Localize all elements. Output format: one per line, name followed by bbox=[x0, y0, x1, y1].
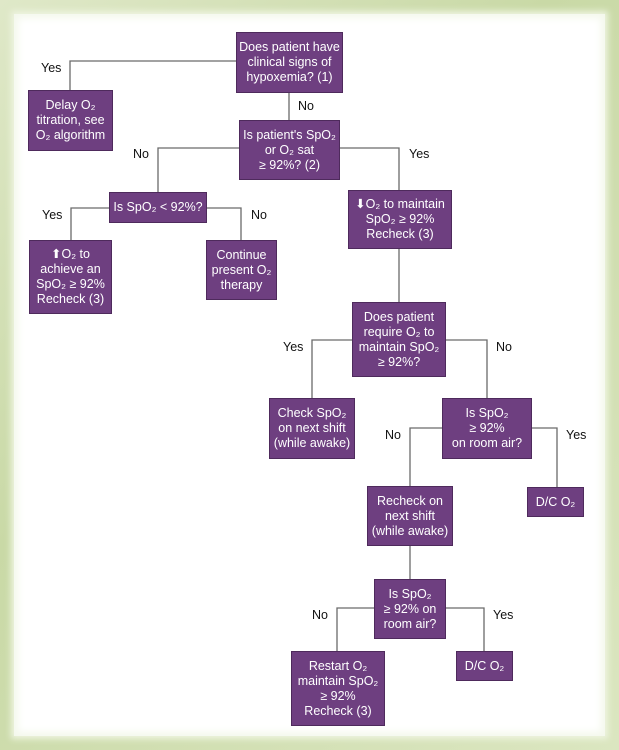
label-q2-no: No bbox=[133, 147, 149, 161]
edge-q3-no bbox=[206, 207, 242, 240]
node-dc-o2-1: D/C O₂ bbox=[527, 487, 584, 517]
node-restart-o2: Restart O₂ maintain SpO₂ ≥ 92% Recheck (… bbox=[291, 651, 385, 726]
label-q5-yes: Yes bbox=[566, 428, 587, 442]
node-requires-o2-question: Does patient require O₂ to maintain SpO₂… bbox=[352, 302, 446, 377]
node-room-air-question-2: Is SpO₂ ≥ 92% on room air? bbox=[374, 579, 446, 639]
label-q3-no: No bbox=[251, 208, 267, 222]
node-check-spo2: Check SpO₂ on next shift (while awake) bbox=[269, 398, 355, 459]
node-room-air-question-1: Is SpO₂ ≥ 92% on room air? bbox=[442, 398, 532, 459]
node-increase-o2: ⬆O₂ to achieve an SpO₂ ≥ 92% Recheck (3) bbox=[29, 240, 112, 314]
edge-q5-no bbox=[409, 427, 442, 486]
label-q5-no: No bbox=[385, 428, 401, 442]
edge-q2-no bbox=[157, 147, 239, 192]
edge-q6-no bbox=[336, 607, 374, 651]
edge-q3-yes bbox=[70, 207, 109, 240]
label-q4-no: No bbox=[496, 340, 512, 354]
node-recheck-next-shift: Recheck on next shift (while awake) bbox=[367, 486, 453, 546]
label-q4-yes: Yes bbox=[283, 340, 304, 354]
node-dc-o2-2: D/C O₂ bbox=[456, 651, 513, 681]
label-q3-yes: Yes bbox=[42, 208, 63, 222]
edge-q2-yes bbox=[339, 147, 400, 190]
node-hypoxemia-question: Does patient have clinical signs of hypo… bbox=[236, 32, 343, 93]
label-q6-yes: Yes bbox=[493, 608, 514, 622]
label-q1-no: No bbox=[298, 99, 314, 113]
edge-q5-yes bbox=[531, 427, 558, 487]
node-continue-therapy: Continue present O₂ therapy bbox=[206, 240, 277, 300]
node-delay-titration: Delay O₂ titration, see O₂ algorithm bbox=[28, 90, 113, 151]
node-spo2-92-question: Is patient's SpO₂ or O₂ sat ≥ 92%? (2) bbox=[239, 120, 340, 180]
edge-q1-yes bbox=[69, 60, 236, 90]
label-q6-no: No bbox=[312, 608, 328, 622]
edge-q4-no bbox=[445, 339, 488, 398]
label-q2-yes: Yes bbox=[409, 147, 430, 161]
node-spo2-below-92-question: Is SpO₂ < 92%? bbox=[109, 192, 207, 223]
edge-q4-yes bbox=[311, 339, 352, 398]
label-q1-yes: Yes bbox=[41, 61, 62, 75]
node-decrease-o2: ⬇O₂ to maintain SpO₂ ≥ 92% Recheck (3) bbox=[348, 190, 452, 249]
edge-q6-yes bbox=[445, 607, 485, 651]
